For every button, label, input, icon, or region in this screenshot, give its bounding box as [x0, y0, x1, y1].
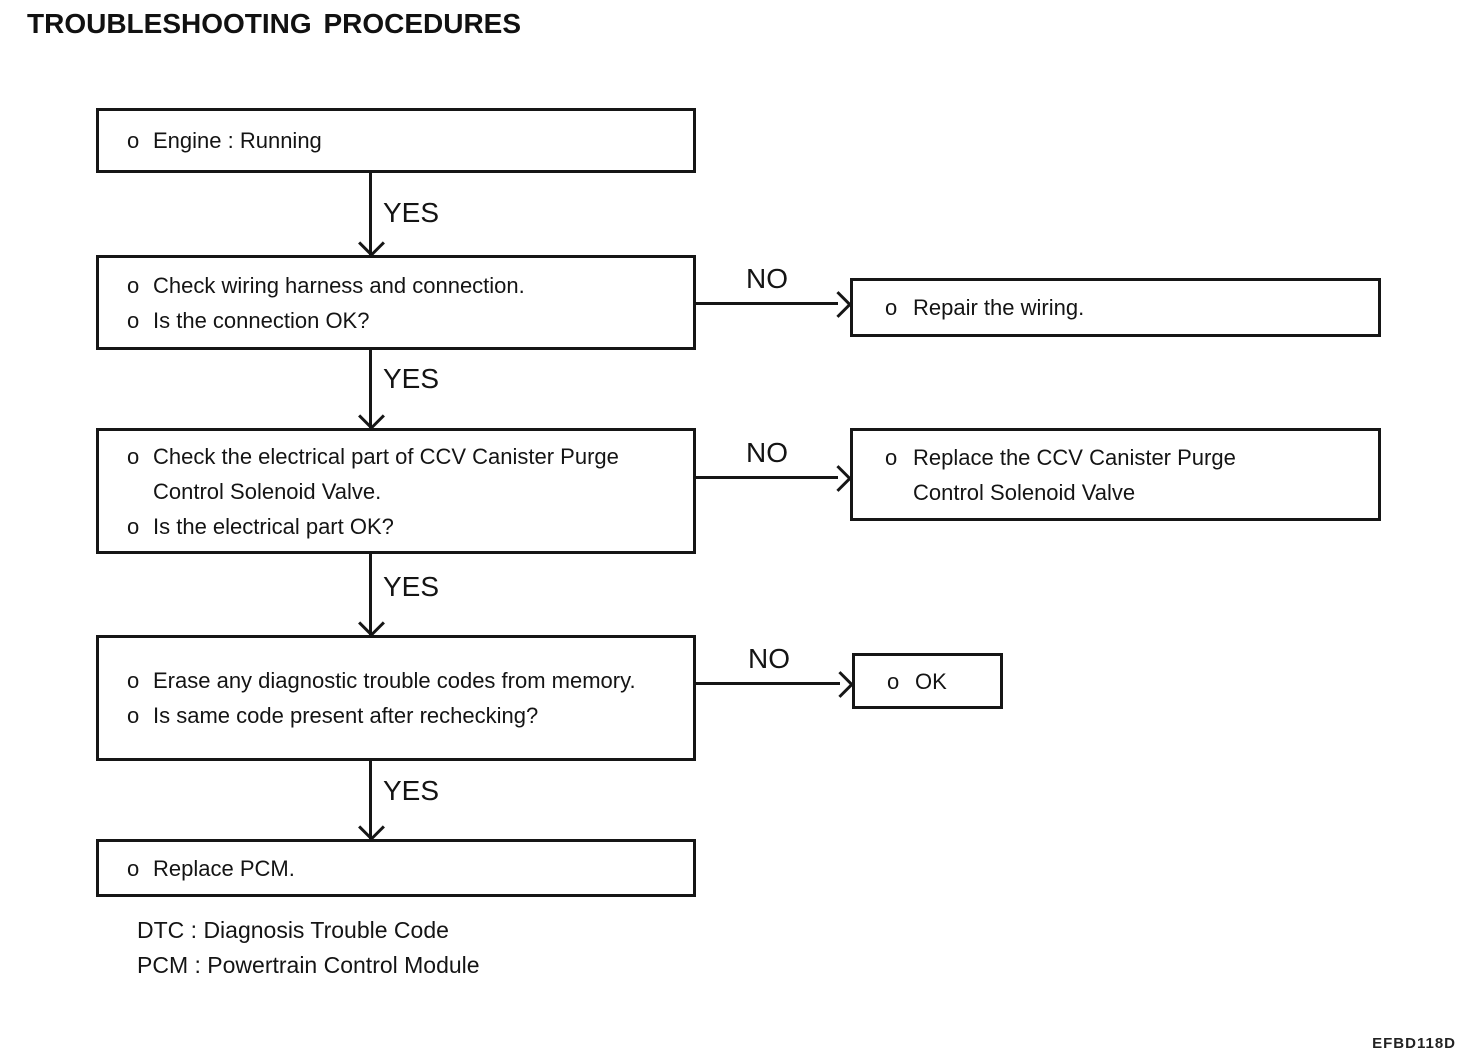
step-box-engine-running: o Engine : Running	[96, 108, 696, 173]
page-title: TROUBLESHOOTING PROCEDURES	[27, 8, 522, 39]
bullet-marker: o	[885, 295, 898, 320]
connector-line	[696, 476, 838, 479]
step-box-replace-pcm: o Replace PCM.	[96, 839, 696, 897]
result-text: OK	[915, 668, 947, 694]
connector-line	[696, 682, 840, 685]
bullet-marker: o	[127, 307, 140, 333]
bullet-marker: o	[127, 513, 140, 539]
step-line: o Erase any diagnostic trouble codes fro…	[99, 663, 693, 698]
result-text: Repair the wiring.	[913, 295, 1085, 320]
bullet-marker: o	[127, 703, 140, 728]
step-box-check-wiring: o Check wiring harness and connection. o…	[96, 255, 696, 350]
step-text: Is the connection OK?	[153, 307, 370, 333]
step-line: o Is the electrical part OK?	[99, 509, 693, 544]
result-box-ok: o OK	[852, 653, 1003, 709]
no-label: NO	[746, 437, 788, 468]
step-line: o Is the connection OK?	[99, 303, 693, 338]
yes-label: YES	[383, 363, 440, 394]
arrow-right-icon	[827, 671, 854, 698]
step-line: o Check wiring harness and connection.	[99, 268, 693, 303]
step-box-check-electrical: o Check the electrical part of CCV Canis…	[96, 428, 696, 554]
bullet-marker: o	[127, 855, 140, 881]
connector-line	[369, 761, 372, 839]
result-box-repair-wiring: o Repair the wiring.	[850, 278, 1381, 337]
arrow-down-icon	[358, 814, 385, 841]
connector-line	[369, 173, 372, 255]
footnote-dtc: DTC : Diagnosis Trouble Code	[137, 917, 449, 943]
bullet-marker: o	[127, 668, 140, 693]
step-text: Check the electrical part of CCV Caniste…	[153, 443, 619, 504]
bullet-marker: o	[127, 272, 140, 298]
yes-label: YES	[383, 775, 440, 806]
result-box-replace-valve: o Replace the CCV Canister Purge Control…	[850, 428, 1381, 521]
step-text: Erase any diagnostic trouble codes from …	[153, 668, 636, 693]
step-line: o Engine : Running	[99, 123, 693, 158]
bullet-marker: o	[127, 128, 140, 153]
result-line: o OK	[855, 664, 1000, 699]
step-text: Check wiring harness and connection.	[153, 272, 525, 298]
bullet-marker: o	[887, 668, 900, 694]
arrow-down-icon	[358, 230, 385, 257]
no-label: NO	[748, 643, 790, 674]
connector-line	[369, 350, 372, 428]
bullet-marker: o	[885, 444, 898, 470]
step-text: Is same code present after rechecking?	[153, 703, 539, 728]
step-text: Is the electrical part OK?	[153, 513, 394, 539]
step-line: o Is same code present after rechecking?	[99, 698, 693, 733]
connector-line	[696, 302, 838, 305]
step-line: o Check the electrical part of CCV Canis…	[99, 439, 693, 509]
yes-label: YES	[383, 571, 440, 602]
step-box-erase-codes: o Erase any diagnostic trouble codes fro…	[96, 635, 696, 761]
no-label: NO	[746, 263, 788, 294]
arrow-right-icon	[825, 465, 852, 492]
arrow-down-icon	[358, 403, 385, 430]
step-text: Replace PCM.	[153, 855, 295, 881]
yes-label: YES	[383, 197, 440, 228]
result-line: o Repair the wiring.	[853, 290, 1378, 325]
arrow-down-icon	[358, 610, 385, 637]
arrow-right-icon	[825, 291, 852, 318]
step-text: Engine : Running	[153, 128, 322, 153]
result-text: Replace the CCV Canister Purge Control S…	[913, 444, 1236, 505]
result-line: o Replace the CCV Canister Purge Control…	[853, 440, 1378, 510]
figure-code: EFBD118D	[1372, 1035, 1456, 1052]
footnote-pcm: PCM : Powertrain Control Module	[137, 952, 480, 978]
connector-line	[369, 554, 372, 635]
bullet-marker: o	[127, 443, 140, 469]
step-line: o Replace PCM.	[99, 851, 693, 886]
